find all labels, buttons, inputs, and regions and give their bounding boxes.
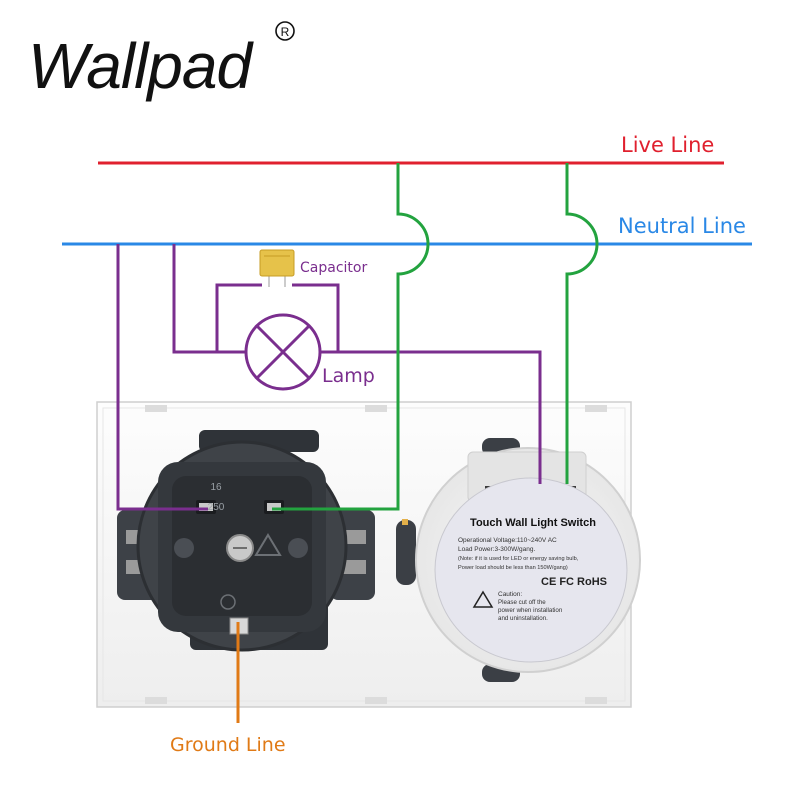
lamp-icon (244, 313, 322, 391)
registered-mark-icon (275, 21, 295, 41)
caution-icon (472, 590, 494, 608)
switch-module: L3 L2 L1 L Touch Wall Light Switch Opera… (415, 438, 641, 682)
capacitor-wire-right (292, 283, 340, 352)
panel-clip (365, 405, 387, 412)
switched-wires (116, 244, 542, 511)
brand-logo: Wallpad R (28, 21, 295, 102)
certification-marks: CE FC RoHS (541, 576, 607, 588)
switch-spec-sticker (434, 477, 628, 663)
live-feed-wires (272, 163, 599, 511)
earth-icon (220, 594, 236, 610)
socket-rating-bottom: 250 (208, 502, 225, 513)
panel-led (402, 519, 408, 525)
caution-line: and uninstallation. (498, 615, 548, 622)
brand-name: Wallpad (28, 30, 254, 102)
spec-line: Load Power:3-300W/gang. (458, 546, 536, 553)
spec-line: Power load should be less than 150W/gang… (458, 565, 568, 571)
panel-clip (585, 697, 607, 704)
panel-clip (585, 405, 607, 412)
panel-clip (145, 405, 167, 412)
ground-line-label: Ground Line (170, 734, 286, 756)
registered-mark: R (281, 25, 290, 39)
switch-title: Touch Wall Light Switch (470, 517, 596, 529)
lamp-neutral-wire (172, 244, 246, 354)
socket-live-wire (272, 163, 430, 511)
lamp-switched-wire (320, 350, 542, 484)
capacitor-wire-left (215, 283, 262, 352)
neutral-line-label: Neutral Line (618, 214, 746, 238)
panel-clip (145, 697, 167, 704)
switch-live-wire (565, 163, 599, 484)
spec-line: Operational Voltage:110~240V AC (458, 537, 557, 544)
live-line-label: Live Line (621, 133, 714, 157)
caution-title: Caution: (498, 591, 522, 598)
socket-neutral-wire (116, 244, 208, 511)
panel-clip (365, 697, 387, 704)
spec-line: (Note: if it is used for LED or energy s… (458, 556, 579, 562)
socket-rating-top: 16 (210, 482, 222, 493)
lamp-label: Lamp (322, 365, 375, 387)
warning-icon (254, 533, 282, 556)
panel-slot (396, 520, 416, 585)
capacitor-label: Capacitor (300, 260, 367, 276)
caution-line: power when installation (498, 607, 563, 614)
caution-line: Please cut off the (498, 599, 546, 606)
socket-module: 16 250 (117, 430, 375, 652)
capacitor-icon (259, 249, 295, 287)
